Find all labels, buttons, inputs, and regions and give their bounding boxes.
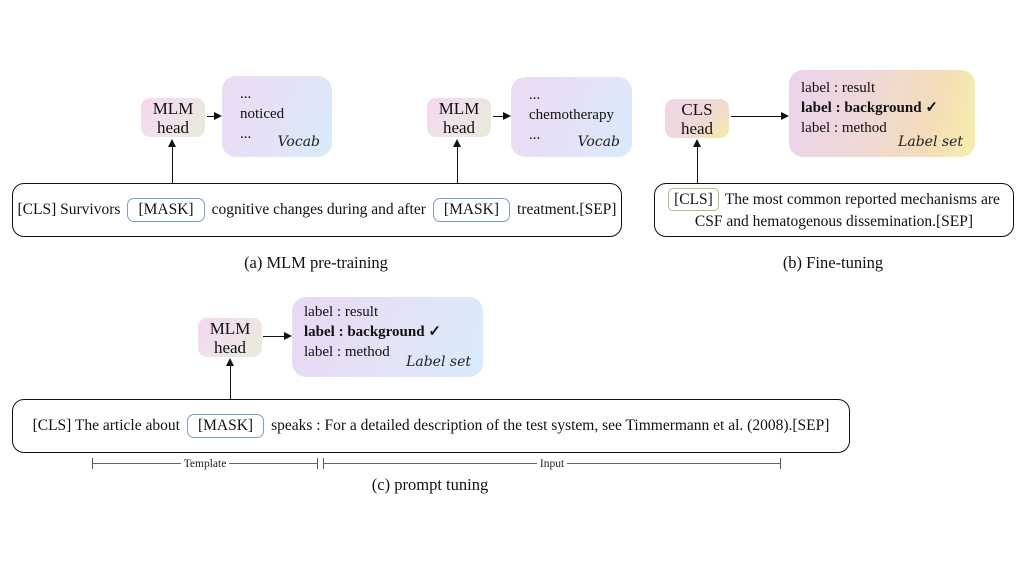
input-line-left: [324, 463, 537, 464]
mlm-head-a1-line1: MLM: [152, 98, 194, 118]
arrowhead-right-a2-icon: [503, 112, 511, 120]
vocab-a1-line1: ...: [240, 86, 252, 102]
mlm-head-a1: MLM head: [141, 98, 205, 137]
labelset-c-line1: label : result: [304, 304, 379, 320]
cls-head-b-line1: CLS: [681, 99, 713, 119]
arrow-line-a1: [207, 116, 216, 118]
arrowhead-up-c-icon: [226, 358, 234, 366]
vocab-a1-tag: Vocab: [277, 134, 320, 150]
sentence-a-pre: [CLS] Survivors: [17, 201, 121, 218]
mlm-head-a2-line2: head: [442, 117, 476, 137]
arrow-stem-a2: [457, 146, 459, 183]
labelset-box-c: label : result label : background ✓ labe…: [292, 297, 483, 377]
vocab-a1-line2: noticed: [240, 106, 285, 122]
sentence-a-post: treatment.[SEP]: [517, 201, 617, 218]
sentence-b-line1: The most common reported mechanisms are: [724, 191, 1000, 208]
vocab-a2-line2: chemotherapy: [529, 107, 614, 123]
sentence-c-post: speaks : For a detailed description of t…: [271, 417, 830, 434]
arrowhead-right-c-icon: [284, 332, 292, 340]
arrowhead-right-a1-icon: [214, 112, 222, 120]
caption-b: (b) Fine-tuning: [782, 253, 884, 272]
input-left-tick: [323, 458, 324, 469]
template-span-indicator: Template: [92, 457, 318, 470]
vocab-a2-line3: ...: [529, 127, 541, 143]
arrowhead-up-a2-icon: [453, 139, 461, 147]
sentence-box-b: [CLS] The most common reported mechanism…: [654, 183, 1014, 237]
mlm-head-c-line2: head: [213, 337, 247, 357]
mlm-head-a1-line2: head: [156, 117, 190, 137]
labelset-c-tag: Label set: [406, 354, 471, 370]
arrow-stem-c: [230, 365, 232, 399]
sentence-b-line2: CSF and hematogenous dissemination.[SEP]: [694, 213, 974, 230]
mask-token-a1: [MASK]: [127, 198, 205, 222]
arrowhead-up-b-icon: [693, 139, 701, 147]
mlm-head-a2-line1: MLM: [438, 98, 480, 118]
caption-c: (c) prompt tuning: [371, 475, 489, 494]
arrow-line-c: [263, 336, 285, 338]
cls-token-b: [CLS]: [668, 188, 719, 211]
mlm-head-c: MLM head: [198, 318, 262, 357]
cls-head-b-line2: head: [680, 118, 714, 138]
labelset-c-line2: label : background ✓: [304, 324, 441, 340]
arrow-line-a2: [493, 116, 504, 118]
cls-head-b: CLS head: [665, 99, 729, 138]
arrow-line-b: [731, 116, 782, 118]
template-span-label: Template: [183, 457, 227, 470]
mask-token-a2: [MASK]: [432, 198, 511, 222]
mask-token-c: [MASK]: [186, 414, 265, 438]
vocab-a2-line1: ...: [529, 87, 541, 103]
vocab-box-a1: ... noticed ... Vocab: [222, 76, 332, 157]
labelset-b-line3: label : method: [801, 120, 887, 136]
vocab-a1-line3: ...: [240, 126, 252, 142]
sentence-box-c: [CLS] The article about [MASK] speaks : …: [12, 399, 850, 453]
sentence-box-a: [CLS] Survivors [MASK] cognitive changes…: [12, 183, 622, 237]
arrowhead-up-a1-icon: [168, 139, 176, 147]
template-right-tick: [317, 458, 318, 469]
input-span-indicator: Input: [323, 457, 781, 470]
sentence-c-pre: [CLS] The article about: [32, 417, 180, 434]
caption-a: (a) MLM pre-training: [244, 253, 388, 272]
vocab-a2-tag: Vocab: [577, 134, 620, 150]
mlm-head-c-line1: MLM: [209, 318, 251, 338]
sentence-a-mid: cognitive changes during and after: [211, 201, 426, 218]
arrow-stem-b: [697, 146, 699, 183]
template-left-tick: [92, 458, 93, 469]
arrowhead-right-b-icon: [781, 112, 789, 120]
arrow-stem-a1: [172, 146, 174, 183]
labelset-b-line1: label : result: [801, 80, 876, 96]
vocab-box-a2: ... chemotherapy ... Vocab: [511, 77, 632, 157]
labelset-c-line3: label : method: [304, 344, 390, 360]
input-span-label: Input: [539, 457, 565, 470]
mlm-head-a2: MLM head: [427, 98, 491, 137]
labelset-box-b: label : result label : background ✓ labe…: [789, 70, 975, 157]
template-line-left: [93, 463, 181, 464]
labelset-b-line2: label : background ✓: [801, 100, 938, 116]
template-line-right: [229, 463, 317, 464]
input-line-right: [567, 463, 780, 464]
labelset-b-tag: Label set: [898, 134, 963, 150]
input-right-tick: [780, 458, 781, 469]
